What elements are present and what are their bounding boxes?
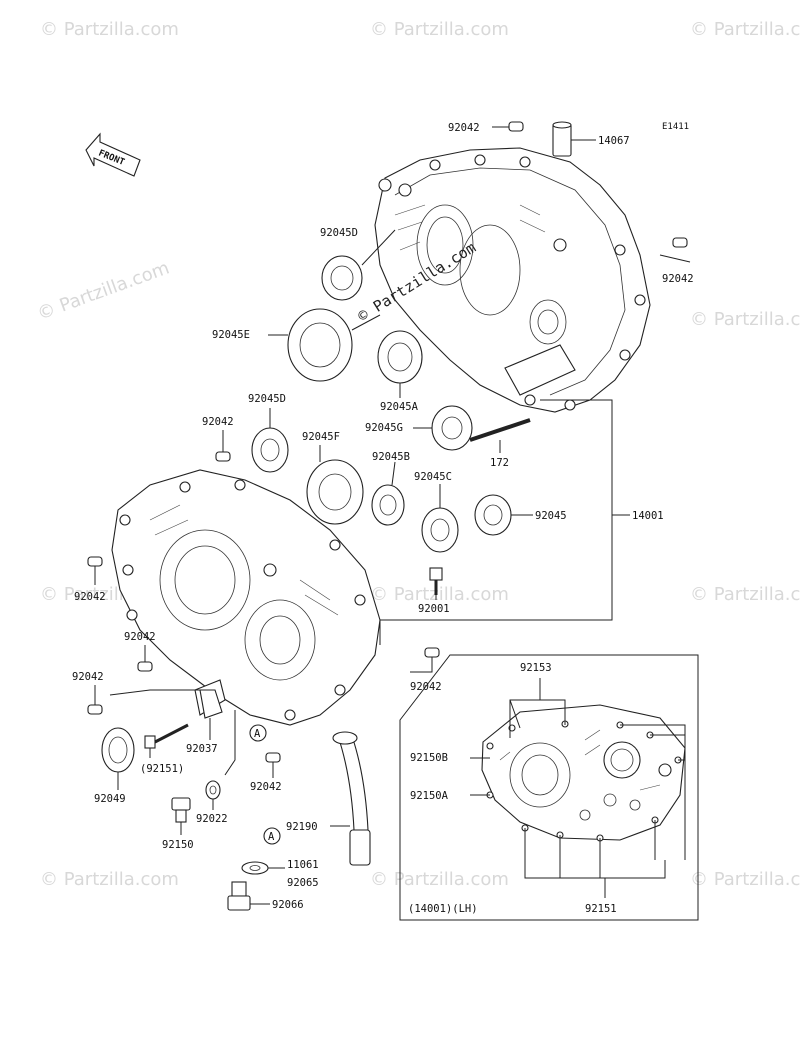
callout-label: 92001	[418, 603, 450, 615]
callout-label: 92042	[202, 416, 234, 428]
bearing-92045C	[421, 484, 459, 553]
callout-label: 92042	[72, 671, 104, 683]
bearing-92045B	[371, 461, 405, 526]
pin-92042	[410, 647, 440, 673]
fitting-92150	[171, 797, 191, 835]
callout-label: 14067	[598, 135, 630, 147]
inset-panel: (14001)(LH)	[399, 654, 699, 921]
pin-92042	[492, 121, 524, 132]
watermark: © Partzilla.com	[40, 19, 179, 40]
marker-label: A	[254, 728, 261, 740]
bearing-92045A	[377, 330, 423, 398]
marker-A: A	[263, 827, 281, 845]
callout-label: 92150A	[410, 790, 449, 802]
stud-172	[469, 418, 531, 453]
callout-label: 92045F	[302, 431, 340, 443]
callout-label: 92150B	[410, 752, 448, 764]
callout-label: 11061	[287, 859, 319, 871]
watermark: © Partzilla.com	[370, 584, 509, 605]
watermark: © Partzilla.com	[40, 869, 179, 890]
bearing-92045D	[321, 229, 396, 301]
bearing-92045E	[268, 308, 381, 382]
callout-label: (92151)	[140, 763, 184, 775]
pin-92042	[659, 237, 691, 263]
callout-label: 92042	[124, 631, 156, 643]
callout-label: 92190	[286, 821, 318, 833]
callout-label: 92045	[535, 510, 567, 522]
callout-label: 92042	[74, 591, 106, 603]
bearing-92045	[474, 494, 533, 536]
diagram-code: E1411	[662, 122, 689, 132]
oil-seal-92049	[101, 727, 135, 790]
dowel-14067	[552, 121, 596, 157]
callout-label: 92045D	[320, 227, 358, 239]
pin-92042	[87, 556, 103, 585]
plug-92066	[227, 881, 270, 911]
pin-92042	[265, 752, 281, 778]
leader	[224, 710, 236, 776]
bracket-92037	[199, 689, 223, 740]
callout-label: 92151	[585, 903, 617, 915]
callout-label: 92045G	[365, 422, 403, 434]
marker-A: A	[249, 724, 267, 742]
gasket-11061	[241, 861, 285, 875]
left-crankcase	[111, 469, 381, 726]
watermark: © Partzilla.com	[370, 869, 509, 890]
callout-label: 14001	[632, 510, 664, 522]
watermark: © Partzilla.com	[690, 309, 800, 330]
bearing-92045F	[306, 445, 364, 525]
bearing-92045G	[413, 405, 473, 451]
callout-label: 172	[490, 457, 509, 469]
callout-label: 92045D	[248, 393, 286, 405]
callout-label: 92042	[448, 122, 480, 134]
bolt-92001	[429, 567, 443, 600]
inset-caption: (14001)(LH)	[408, 903, 478, 915]
hose-92190	[330, 731, 371, 866]
bolt-92151	[144, 723, 189, 758]
callout-label: 92045A	[380, 401, 419, 413]
marker-label: A	[268, 831, 275, 843]
callout-label: 92045B	[372, 451, 410, 463]
callout-label: 92066	[272, 899, 304, 911]
watermark: © Partzilla.com	[690, 19, 800, 40]
pin-92042	[137, 645, 153, 672]
callout-label: 92042	[662, 273, 694, 285]
front-arrow-icon: FRONT	[85, 132, 141, 177]
callout-label: 92045C	[414, 471, 452, 483]
pin-92042	[87, 685, 103, 715]
right-crankcase	[374, 147, 651, 413]
callout-label: 92153	[520, 662, 552, 674]
callout-label: 92049	[94, 793, 126, 805]
watermark: © Partzilla.com	[690, 869, 800, 890]
bearing-92045D	[251, 408, 289, 473]
callout-label: 92045E	[212, 329, 250, 341]
callout-label: 92042	[250, 781, 282, 793]
watermark: © Partzilla.com	[690, 584, 800, 605]
callout-label: 92150	[162, 839, 194, 851]
washer-92022	[205, 780, 221, 810]
leader	[109, 689, 205, 696]
watermark: © Partzilla.com	[370, 19, 509, 40]
callout-label: 92065	[287, 877, 319, 889]
callout-label: 92022	[196, 813, 228, 825]
callout-label: 92037	[186, 743, 218, 755]
pin-92042	[215, 430, 231, 462]
watermark: © Partzilla.com	[35, 257, 173, 324]
